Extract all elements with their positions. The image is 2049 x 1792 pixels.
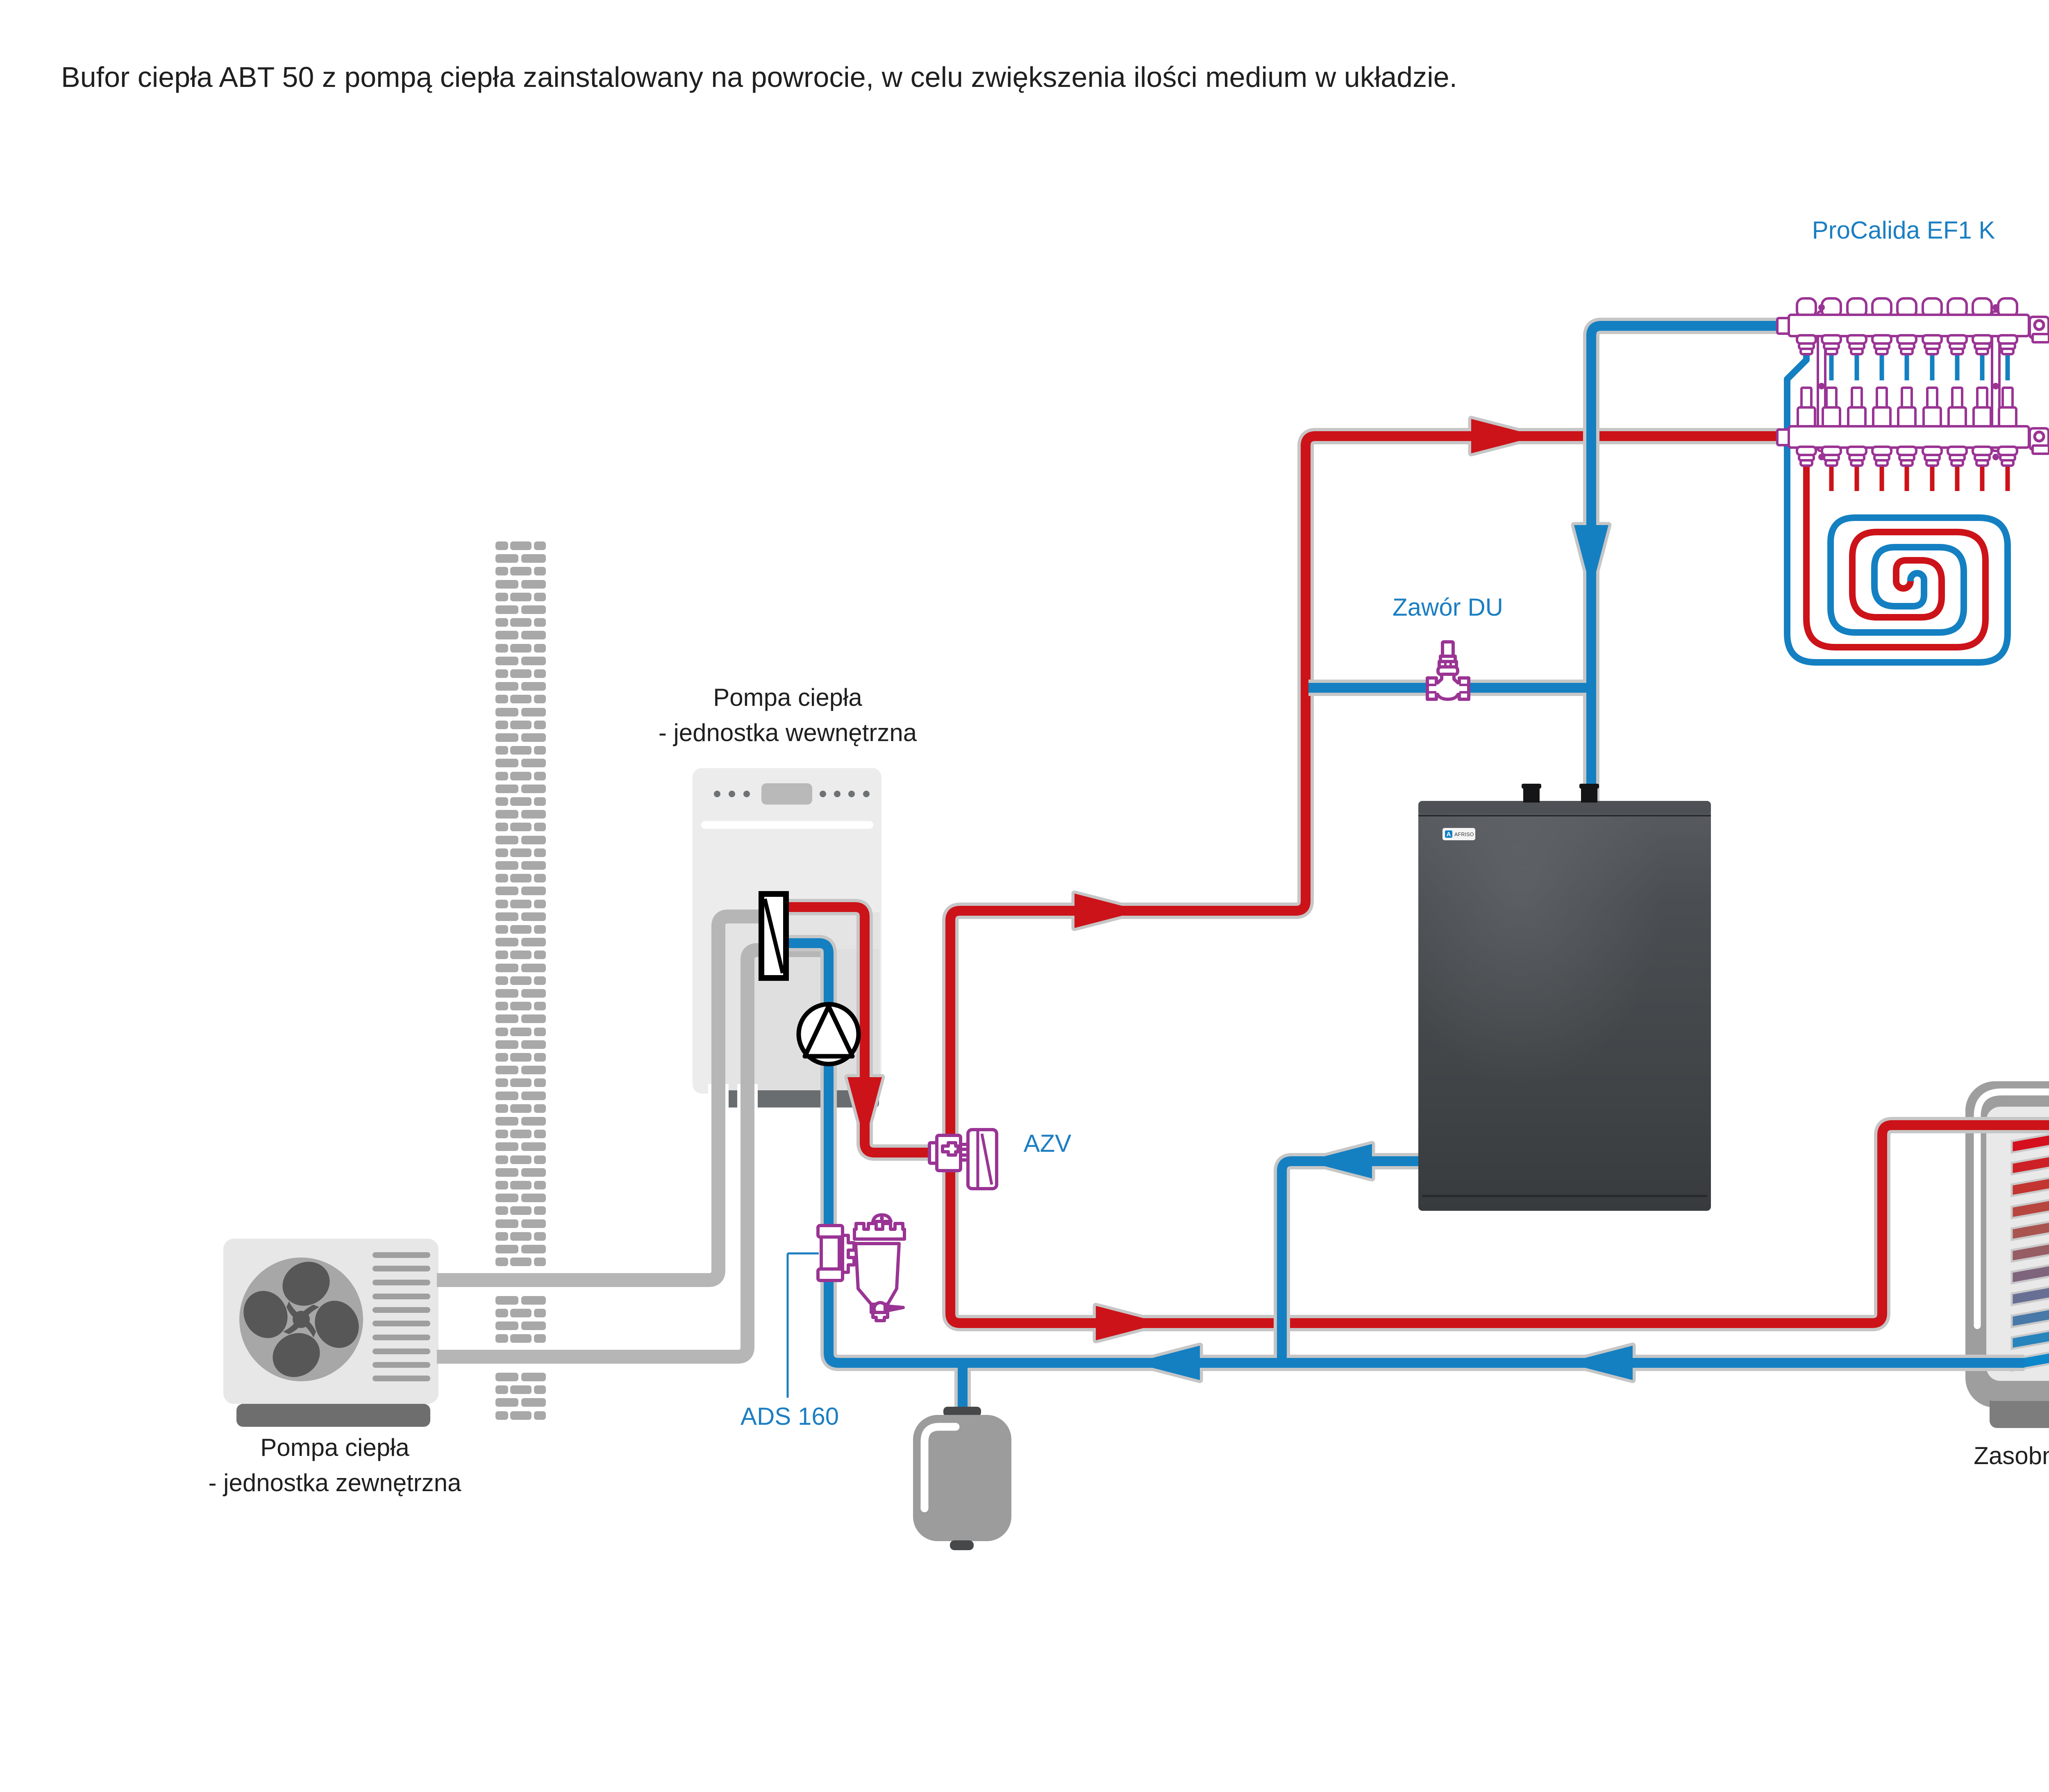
svg-text:Bufor ciepła ABT 50 z pompą ci: Bufor ciepła ABT 50 z pompą ciepła zains… <box>61 61 1457 93</box>
svg-text:Zawór DU: Zawór DU <box>1393 594 1503 621</box>
svg-text:ADS 160: ADS 160 <box>741 1403 839 1430</box>
svg-text:AZV: AZV <box>1024 1130 1072 1157</box>
svg-text:A: A <box>1447 831 1451 838</box>
svg-text:ProCalida EF1 K: ProCalida EF1 K <box>1812 216 1995 244</box>
svg-text:Zasobnik c.w.u.: Zasobnik c.w.u. <box>1974 1442 2049 1469</box>
svg-text:- jednostka zewnętrzna: - jednostka zewnętrzna <box>209 1469 462 1496</box>
svg-text:Pompa ciepła: Pompa ciepła <box>260 1434 409 1461</box>
svg-text:AFRISO: AFRISO <box>1454 832 1474 837</box>
svg-text:- jednostka wewnętrzna: - jednostka wewnętrzna <box>659 719 917 746</box>
svg-text:Pompa ciepła: Pompa ciepła <box>713 684 862 711</box>
